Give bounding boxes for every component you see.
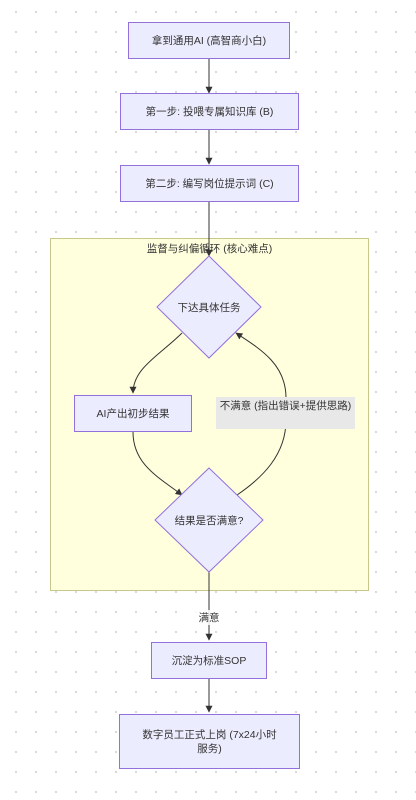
edge-label-satisfied: 满意 [194,610,224,625]
node-start-label: 拿到通用AI (高智商小白) [151,34,267,47]
node-task-label: 下达具体任务 [177,302,241,314]
node-final: 数字员工正式上岗 (7x24小时服务) [119,714,300,769]
node-output: AI产出初步结果 [74,395,192,432]
node-step1: 第一步: 投喂专属知识库 (B) [120,93,299,130]
node-start: 拿到通用AI (高智商小白) [128,22,290,59]
node-final-label: 数字员工正式上岗 (7x24小时服务) [142,728,277,755]
decision-check-shape [154,467,264,573]
node-sop: 沉淀为标准SOP [151,642,267,679]
edge-label-not-satisfied: 不满意 (指出错误+提供思路) [216,397,355,429]
edge-output-check [132,431,183,496]
node-output-label: AI产出初步结果 [96,407,170,420]
node-step2: 第二步: 编写岗位提示词 (C) [120,165,299,202]
node-check-label: 结果是否满意? [174,515,244,527]
node-step1-label: 第一步: 投喂专属知识库 (B) [145,105,274,118]
node-sop-label: 沉淀为标准SOP [171,654,247,667]
edge-task-output [129,332,183,394]
decision-task-shape [156,255,262,359]
node-step2-label: 第二步: 编写岗位提示词 (C) [145,177,274,190]
